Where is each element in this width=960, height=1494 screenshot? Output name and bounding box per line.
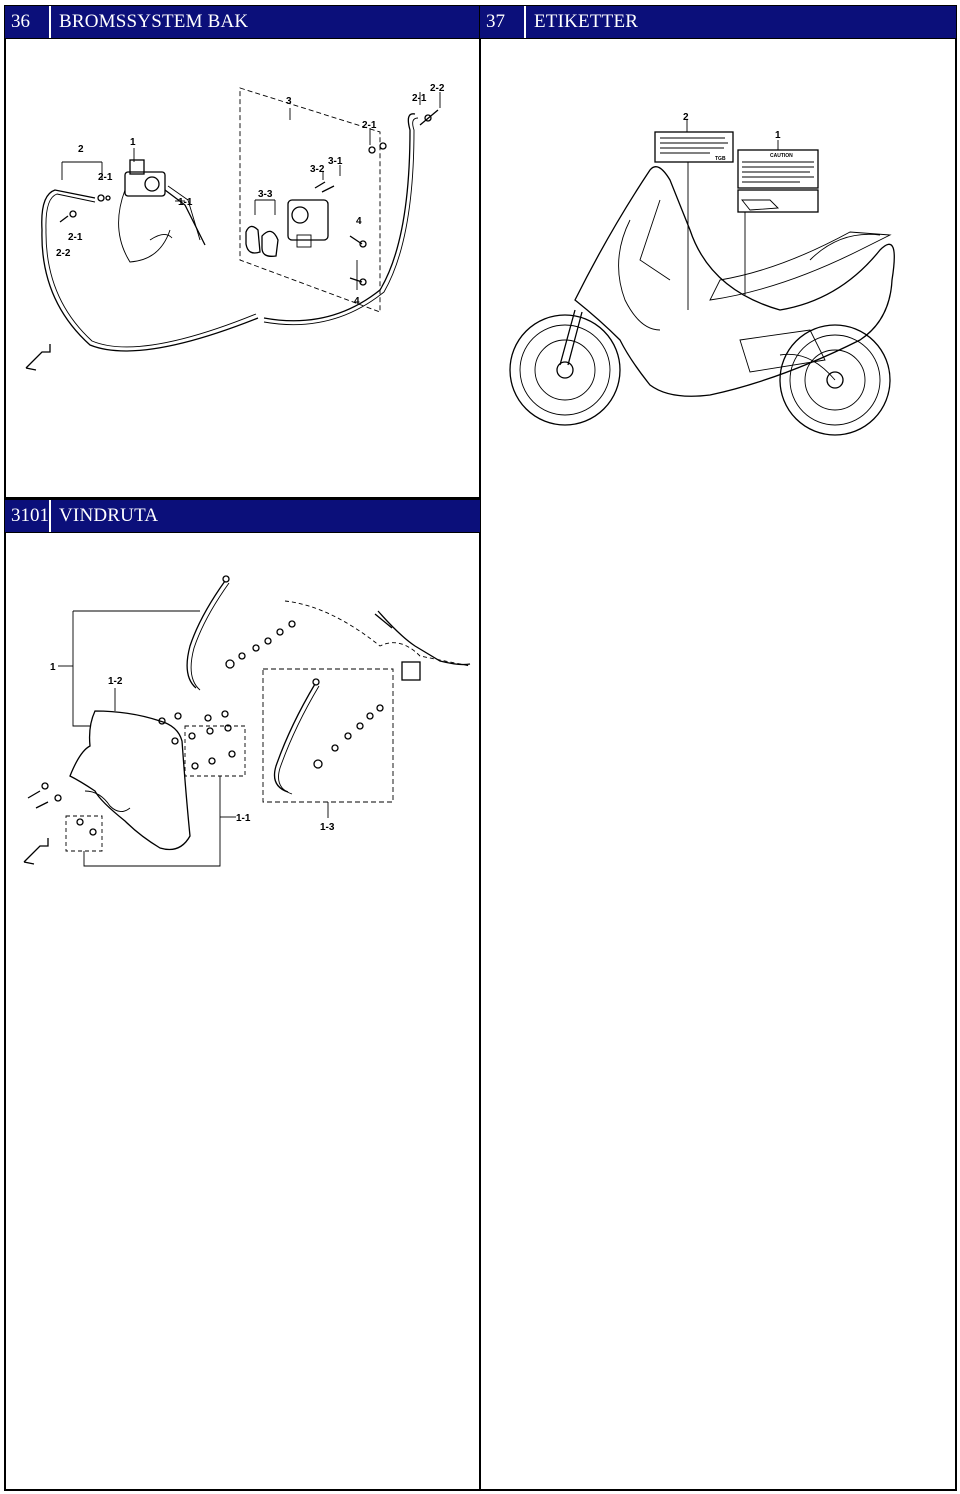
labels-diagram: TGB CAUTION 2 1 — [509, 112, 895, 436]
section-header-36: 36 BROMSSYSTEM BAK — [4, 5, 481, 39]
callout-4: 4 — [356, 216, 362, 227]
callout-2-1: 2-1 — [362, 120, 377, 131]
callout-1-3: 1-3 — [320, 822, 335, 833]
section-title: ETIKETTER — [534, 11, 639, 32]
section-header-37: 37 ETIKETTER — [479, 5, 957, 39]
callout-1: 1 — [50, 662, 56, 673]
callout-1-2: 1-2 — [108, 676, 123, 687]
callout-2: 2 — [78, 144, 84, 155]
callout-3-1: 3-1 — [328, 156, 343, 167]
section-number: 37 — [480, 6, 526, 38]
rear-brake-diagram: 2 1 2-1 1-1 2-1 2-2 3 2-1 2-1 2-2 3-1 3-… — [25, 83, 445, 371]
callout-3-3: 3-3 — [258, 189, 273, 200]
windscreen-diagram: 1 1-2 1-1 1-3 — [23, 575, 471, 867]
callout-1-1: 1-1 — [236, 813, 251, 824]
section-number: 3101 — [5, 500, 51, 532]
section-title: BROMSSYSTEM BAK — [59, 11, 249, 32]
column-divider — [479, 5, 481, 1491]
caution-heading: CAUTION — [770, 153, 793, 159]
callout-3-2: 3-2 — [310, 164, 325, 175]
callout-2-1: 2-1 — [98, 172, 113, 183]
callout-4: 4 — [354, 296, 360, 307]
callout-2-2: 2-2 — [430, 83, 445, 94]
callout-2: 2 — [683, 112, 689, 123]
label-code: TGB — [715, 156, 726, 162]
callout-3: 3 — [286, 96, 292, 107]
section-header-3101: 3101 VINDRUTA — [4, 499, 481, 533]
section-number: 36 — [5, 6, 51, 38]
callout-2-1: 2-1 — [68, 232, 83, 243]
callout-1-1: 1-1 — [178, 197, 193, 208]
callout-2-2: 2-2 — [56, 248, 71, 259]
callout-2-1: 2-1 — [412, 93, 427, 104]
callout-1: 1 — [775, 130, 781, 141]
callout-1: 1 — [130, 137, 136, 148]
section-title: VINDRUTA — [59, 505, 159, 526]
row-divider — [4, 497, 481, 499]
